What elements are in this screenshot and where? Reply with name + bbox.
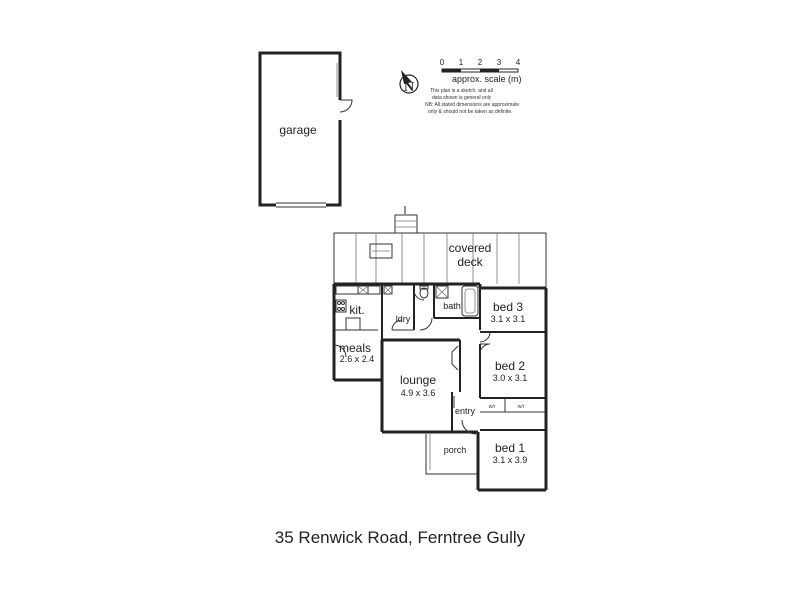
- entry-label: entry: [455, 406, 476, 416]
- bed2-dims: 3.0 x 3.1: [493, 373, 528, 383]
- wir2-label: w/r: [518, 404, 525, 410]
- bathroom-fixtures: [419, 285, 479, 317]
- bathtub-icon: [461, 285, 479, 317]
- meals-door-swing: [333, 344, 347, 358]
- bed2-door-swing: [479, 343, 491, 355]
- kitchen-label: kit.: [349, 303, 364, 317]
- bed2-label: bed 2: [495, 359, 525, 373]
- covered-deck: covered deck: [333, 206, 547, 288]
- porch: porch: [425, 434, 478, 475]
- interior-walls: [334, 284, 546, 432]
- toilet-icon: [419, 285, 429, 299]
- bbq-icon: [369, 243, 393, 259]
- bed3-label: bed 3: [493, 300, 523, 314]
- wir1-label: w/r: [489, 404, 496, 410]
- lounge-label: lounge: [400, 373, 436, 387]
- scale-label: approx. scale (m): [452, 74, 522, 84]
- deck-label-2: deck: [457, 255, 483, 269]
- garage-label: garage: [279, 123, 317, 137]
- bath-label: bath: [443, 301, 461, 311]
- fireplace: [451, 345, 459, 371]
- doors: [333, 289, 491, 435]
- disclaimer-line-4: only & should not be taken as definite.: [428, 109, 513, 115]
- deck-label-1: covered: [449, 241, 492, 255]
- disclaimer-line-2: data shown is general only: [432, 95, 492, 101]
- lounge-dims: 4.9 x 3.6: [401, 388, 436, 398]
- bed3-dims: 3.1 x 3.1: [491, 314, 526, 324]
- door-swing-icon: [339, 99, 353, 113]
- disclaimer-line-1: This plan is a sketch, and all: [430, 88, 493, 94]
- scale-tick-3: 3: [497, 58, 502, 67]
- laundry-label: ldry: [396, 314, 411, 324]
- scale-tick-4: 4: [516, 58, 521, 67]
- scale-bar-icon: 0 1 2 3 4 approx. scale (m) This plan is…: [425, 58, 522, 115]
- meals-label: meals: [339, 341, 371, 355]
- meals-dims: 2.6 x 2.4: [340, 354, 375, 364]
- garage: garage: [258, 51, 353, 208]
- porch-label: porch: [444, 445, 467, 455]
- stove-icon: [335, 299, 347, 313]
- scale-tick-1: 1: [459, 58, 464, 67]
- property-address: 35 Renwick Road, Ferntree Gully: [274, 528, 526, 547]
- bed3-door-swing: [479, 331, 491, 343]
- kitchen-fixtures: [335, 285, 393, 331]
- bed1-door-swing: [461, 419, 477, 435]
- bed1-label: bed 1: [495, 441, 525, 455]
- north-arrow-icon: N: [399, 70, 419, 95]
- house-walls: [332, 282, 548, 492]
- scale-tick-2: 2: [478, 58, 483, 67]
- compass-letter: N: [404, 80, 414, 95]
- toilet-door-swing: [413, 289, 425, 301]
- laundry-door-swing: [391, 319, 403, 331]
- sink-icon: [357, 285, 369, 295]
- scale-tick-0: 0: [440, 58, 445, 67]
- disclaimer-line-3: NB: All stated dimensions are approximat…: [425, 102, 519, 108]
- bed1-dims: 3.1 x 3.9: [493, 455, 528, 465]
- bath-door-swing: [419, 317, 433, 331]
